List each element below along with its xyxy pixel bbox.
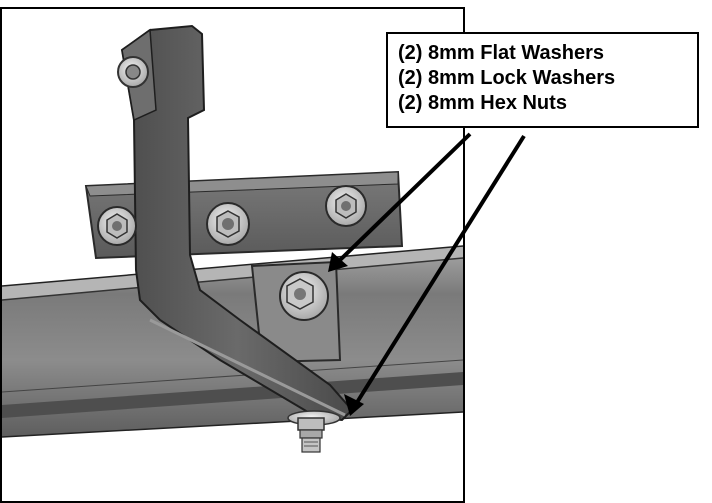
hex-nut-icon xyxy=(97,206,137,246)
callout-line-flat-washers: (2) 8mm Flat Washers xyxy=(398,42,604,64)
callout-line-lock-washers: (2) 8mm Lock Washers xyxy=(398,67,616,89)
hardware-callout-box: (2) 8mm Flat Washers (2) 8mm Lock Washer… xyxy=(386,32,699,128)
callout-arrow-flat-washers xyxy=(328,132,472,272)
hex-nut-icon xyxy=(325,185,367,227)
hex-nut-icon xyxy=(287,410,341,453)
washer-icon xyxy=(279,271,329,321)
callout-line-hex-nuts: (2) 8mm Hex Nuts xyxy=(398,92,567,114)
washer-icon xyxy=(117,56,149,88)
callout-arrow-hex-nuts xyxy=(344,134,526,416)
hex-nut-icon xyxy=(206,202,250,246)
